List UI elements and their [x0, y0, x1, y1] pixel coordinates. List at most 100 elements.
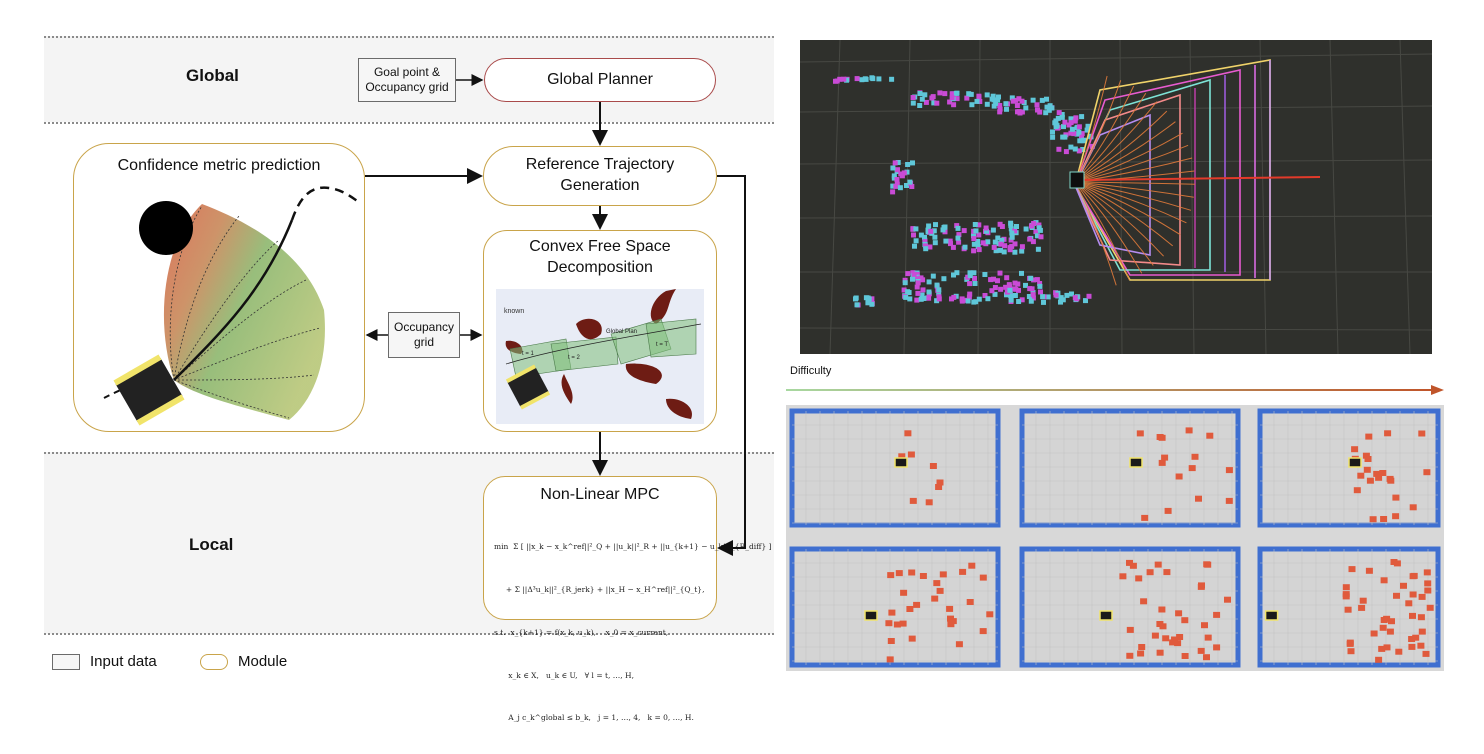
scan-point [1014, 224, 1019, 229]
obstacle-cell [1424, 580, 1432, 587]
scan-point [1001, 249, 1007, 255]
obstacle-cell [1175, 473, 1183, 480]
scan-point [1012, 241, 1018, 247]
scan-point [1076, 129, 1082, 135]
scan-point [962, 244, 968, 250]
scan-point [894, 177, 900, 182]
scan-point [904, 183, 909, 188]
scan-point [1004, 289, 1010, 295]
environment-panel [789, 546, 1001, 668]
scan-point [901, 287, 907, 293]
scan-point [942, 91, 948, 97]
legend-module: Module [200, 653, 287, 670]
scan-point [1030, 295, 1036, 301]
scan-point [1009, 243, 1015, 249]
scan-point [865, 295, 871, 301]
scan-point [972, 222, 978, 227]
candidate-ray [1074, 181, 1194, 198]
global-section-label: Global [186, 66, 239, 85]
legend-module-label: Module [238, 653, 288, 670]
scan-point [1033, 229, 1039, 235]
mpc-equation-line: min Σ [ ||x_k − x_k^ref||²_Q + ||u_k||²_… [494, 542, 772, 552]
scan-point [1008, 293, 1014, 299]
scan-point [954, 270, 960, 276]
legend-input-swatch [52, 653, 80, 670]
obstacle-cell [1188, 465, 1196, 472]
scan-point [955, 235, 961, 241]
candidate-ray [1074, 181, 1181, 236]
scan-point [1029, 223, 1034, 229]
obstacle-cell [1423, 469, 1431, 476]
scan-point [853, 296, 858, 302]
obstacle-cell [1342, 584, 1350, 591]
reference-trajectory-line2: Generation [560, 177, 640, 194]
obstacle-cell [959, 568, 967, 575]
scan-point [991, 103, 997, 109]
scan-point [991, 244, 997, 250]
obstacle-cell [1390, 559, 1398, 565]
candidate-ray [1074, 170, 1195, 183]
scan-point [980, 240, 986, 246]
scan-point [1007, 247, 1013, 253]
scan-point [997, 221, 1003, 227]
scan-point [934, 298, 940, 304]
obstacle-cell [1346, 640, 1354, 647]
obstacle-cell [1119, 573, 1127, 580]
obstacle-cell [1203, 654, 1210, 661]
scan-point [995, 97, 1001, 103]
scan-point [926, 295, 932, 301]
reference-trajectory-module: Reference Trajectory Generation [483, 146, 717, 206]
scan-point [993, 100, 999, 106]
obstacle-cell [1351, 446, 1359, 453]
scan-point [933, 222, 938, 228]
scan-point [1044, 96, 1049, 102]
scan-point [902, 280, 908, 286]
obstacle-cell [1175, 610, 1183, 617]
scan-point [910, 95, 916, 100]
obstacle-cell [1224, 596, 1231, 603]
scan-point [1031, 277, 1037, 283]
inset-t2-label: t = 2 [568, 355, 581, 361]
obstacle-cell [1176, 634, 1184, 640]
scan-point [1060, 297, 1066, 303]
scan-point [870, 76, 876, 82]
scan-point [928, 228, 934, 234]
candidate-ray [1074, 181, 1154, 266]
scan-point [971, 241, 977, 247]
robot-marker [894, 457, 908, 468]
scan-point [964, 95, 970, 101]
obstacle-cell [1201, 622, 1208, 629]
obstacle-cell [1418, 593, 1426, 600]
scan-point [975, 239, 981, 244]
obstacle-cell [1195, 495, 1202, 502]
obstacle-cell [1378, 645, 1386, 652]
obstacle-cell [885, 620, 893, 627]
obstacle-cell [1383, 644, 1391, 651]
scan-point [891, 175, 897, 181]
scan-point [1068, 144, 1074, 150]
scan-point [950, 244, 956, 250]
scan-point [910, 100, 916, 106]
obstacle-cell [1357, 472, 1365, 479]
convex-inset: known Global Plan t = 1 t = 2 t = T [496, 289, 704, 424]
obstacle-cell [1409, 573, 1417, 580]
scan-point [1016, 287, 1021, 293]
scan-point [1013, 97, 1019, 103]
obstacle-cell [1156, 434, 1164, 440]
scan-point [910, 160, 915, 166]
convex-title-line2: Decomposition [547, 258, 653, 276]
scan-point [997, 109, 1003, 115]
obstacle-cell [1380, 516, 1388, 522]
scan-point [1052, 120, 1058, 126]
scan-point [1023, 105, 1029, 111]
goal-occupancy-line2: Occupancy grid [365, 80, 449, 94]
scan-point [966, 294, 972, 300]
scan-point [1008, 226, 1014, 232]
obstacle-cell [1137, 650, 1145, 657]
scan-point [914, 271, 920, 277]
scan-point [934, 100, 940, 106]
obstacle-cell [1365, 567, 1373, 574]
global-planner-module: Global Planner [484, 58, 716, 102]
scan-point [912, 243, 917, 249]
scan-point [907, 179, 913, 185]
